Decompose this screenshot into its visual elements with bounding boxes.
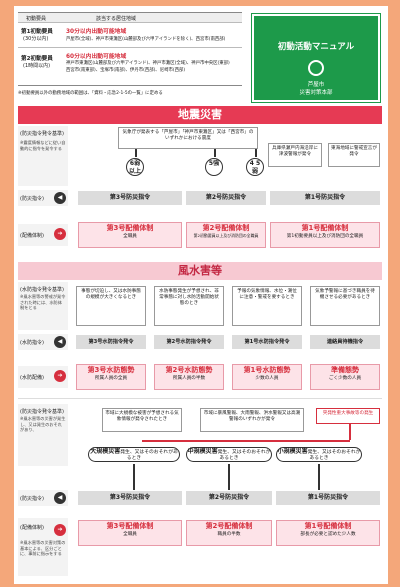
wind-flood-banner: 風水害等 (18, 262, 382, 280)
responder-table: 初動要員 該当する居住地域 第1初動要員 (30分以内) 30分以内出動可能地域… (18, 12, 242, 86)
seismic-intensity-box: 気象庁が発表する「芦屋市」「神戸市東灘区」又は「西宮市」のいずれかにおける震度 (118, 127, 258, 149)
manual-title-box: 初動活動マニュアル 芦屋市 災害対策本部 (251, 13, 381, 103)
eq-order-3: 第3号防災指令 (78, 191, 182, 205)
eq-order-2: 第2号防災指令 (186, 191, 266, 205)
megaphone-icon: ◀ (54, 192, 66, 204)
col-header-responder: 初動要員 (26, 16, 47, 22)
org-hq: 災害対策本部 (299, 90, 333, 96)
eq-left-col: (防災指令発令基準) ※震度情報などに従い自動的に指令を発令する (18, 126, 68, 186)
sudden-accident-box: 突発性重大事故等の発生 (316, 408, 380, 424)
flood-order-1: 第1号水防指令発令 (232, 335, 302, 349)
eq-system-3: 第3号配備体制 全職員 (78, 222, 182, 248)
eq-system-1: 第1号配備体制 第1初動要員以上及び消防団の全職員 (270, 222, 380, 248)
city-emblem-icon (308, 60, 324, 76)
col-header-area: 該当する居住地域 (96, 16, 137, 22)
flood-system-standby: 準備態勢 ごく少数の人員 (310, 364, 380, 390)
flood-order-2: 第2号水防指令発令 (154, 335, 224, 349)
intensity-6-badge: 6弱以上 (126, 158, 144, 176)
org-city: 芦屋市 (307, 82, 325, 88)
flood-system-3: 第3号水防態勢 所属人員の全員 (76, 364, 146, 390)
table-footnote: ※初動要員以外の勤務地域の範囲は、「資料・応急2-1-5の一覧」に定める (18, 91, 163, 96)
flood-criteria-2: 水防事態発生が予想され、非常事態に対し水防活動開始状態のとき (154, 286, 224, 326)
running-person-icon: ➔ (54, 370, 66, 382)
disaster-order-1: 第1号防災指令 (276, 491, 380, 505)
flood-criteria-3: 事態が切迫し、又は水防事態の規模が大きくなるとき (76, 286, 146, 326)
flood-order-3: 第3号水防指令発令 (76, 335, 146, 349)
table-header: 初動要員 該当する居住地域 (18, 13, 242, 23)
flood-criteria-1: 予報の気象情報、水位・潮位に注意・警戒を要するとき (232, 286, 302, 326)
disaster-system-1: 第1号配備体制 部長が必要と認めた少人数 (276, 520, 380, 546)
disaster-criteria-warning: 市域に暴風警報、大雨警報、洪水警報又は高潮警報のいずれかが発令 (200, 408, 304, 432)
flood-system-1: 第1号水防態勢 少数の人員 (232, 364, 302, 390)
eq-order-1: 第1号防災指令 (270, 191, 380, 205)
large-scale-disaster: 大規模災害発生、又はそのおそれがあるとき (88, 447, 180, 462)
disaster-criteria-large: 市域に大規模な被害が予想される気象情報が発令されたとき (102, 408, 182, 432)
table-row: 第1初動要員 (30分以内) 30分以内出動可能地域 芦屋市(全域)、神戸市東灘… (18, 23, 242, 48)
intensity-5-badge: 5強 (205, 158, 223, 176)
tokai-box: 東海地域に警戒宣言が発令 (328, 143, 380, 167)
running-person-icon: ➔ (54, 524, 66, 536)
disaster-system-3: 第3号配備体制 全職員 (78, 520, 182, 546)
earthquake-banner: 地震災害 (18, 106, 382, 124)
disaster-system-2: 第2号配備体制 職員の半数 (186, 520, 272, 546)
intensity-4-badge: 4 5弱 (246, 158, 264, 176)
eq-system-2: 第2号配備体制 第2初動要員以上及び消防団の全職員 (186, 222, 266, 248)
disaster-order-3: 第3号防災指令 (78, 491, 182, 505)
megaphone-icon: ◀ (54, 336, 66, 348)
manual-page: 初動要員 該当する居住地域 第1初動要員 (30分以内) 30分以内出動可能地域… (14, 6, 388, 584)
megaphone-icon: ◀ (54, 492, 66, 504)
table-row: 第2初動要員 (1時間以内) 60分以内出動可能地域 神戸市東灘区(山麓部及び六… (21, 54, 230, 73)
flood-order-standby: 連絡員待機指令 (310, 335, 380, 349)
disaster-order-2: 第2号防災指令 (186, 491, 272, 505)
flood-system-2: 第2号水防態勢 所属人員の半数 (154, 364, 224, 390)
tsunami-box: 兵庫県瀬戸内海沿岸に津波警報が発令 (268, 143, 322, 167)
medium-scale-disaster: 中規模災害発生、又はそのおそれがあるとき (186, 447, 272, 462)
flood-criteria-standby: 気象予警報に基づき職員を待機させる必要があるとき (310, 286, 380, 326)
running-person-icon: ➔ (54, 228, 66, 240)
small-scale-disaster: 小規模災害発生、又はそのおそれがあるとき (276, 447, 362, 462)
manual-title: 初動活動マニュアル (277, 42, 355, 52)
